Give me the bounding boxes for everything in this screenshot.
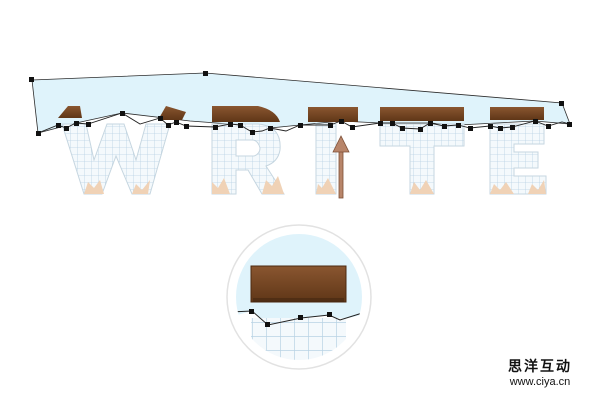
watermark-url-text: www.ciya.cn xyxy=(509,376,571,389)
zoom-inset xyxy=(226,224,372,370)
wood-cap-r xyxy=(212,106,280,122)
paper-letters xyxy=(61,123,547,195)
wood-caps xyxy=(58,106,544,122)
wood-cap-w-right xyxy=(158,106,186,120)
wood-cap-e xyxy=(490,107,544,120)
inset-wood-cap xyxy=(250,265,347,303)
letter-t xyxy=(379,123,465,195)
watermark-cn-text: 思洋互动 xyxy=(508,358,572,375)
letter-e xyxy=(489,123,547,195)
anchor-points[interactable] xyxy=(29,71,572,136)
arrow-up-icon xyxy=(332,135,350,199)
wood-cap-w-left xyxy=(58,106,82,118)
letter-w xyxy=(61,123,171,195)
torn-edges xyxy=(84,176,546,194)
wood-cap-i xyxy=(308,107,358,122)
watermark: 思洋互动 www.ciya.cn xyxy=(508,359,572,390)
wood-cap-t xyxy=(380,107,464,121)
